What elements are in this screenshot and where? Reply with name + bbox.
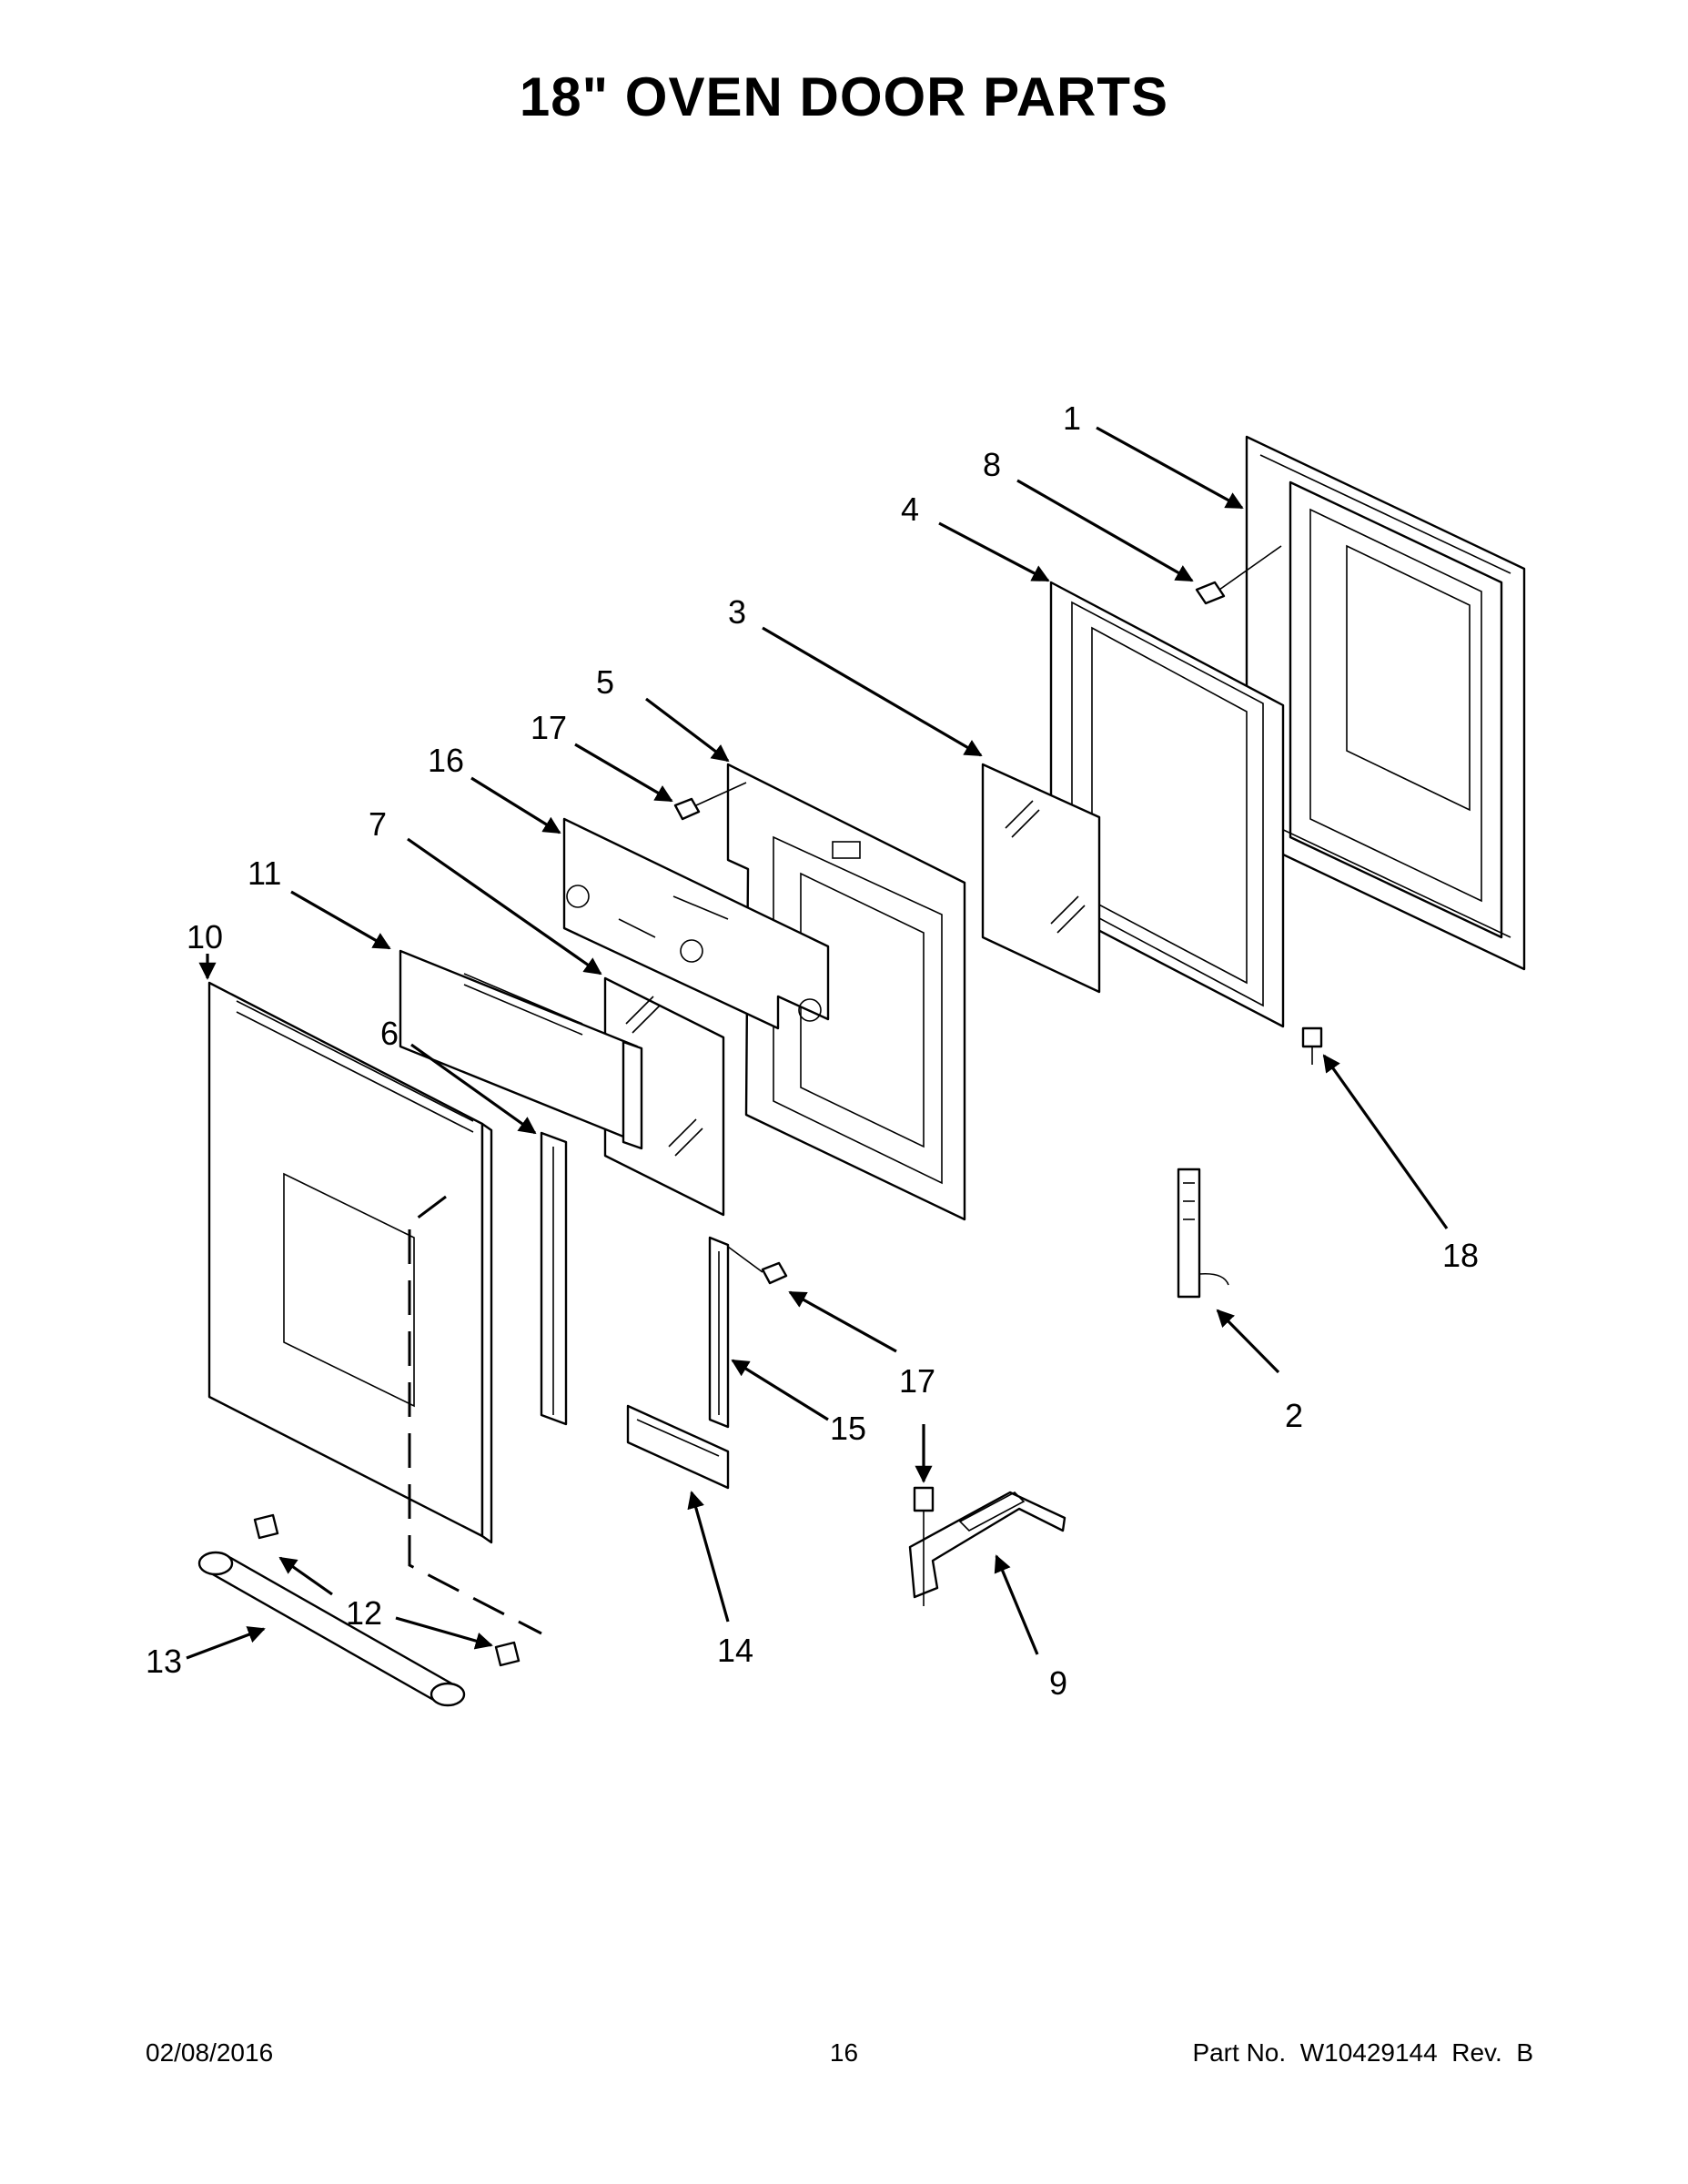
- leader-lines: [186, 426, 1449, 1660]
- callout-3: 3: [728, 593, 746, 631]
- page-title: 18" OVEN DOOR PARTS: [519, 66, 1169, 127]
- part-17-screw-upper: [673, 782, 747, 821]
- part-1-inner-door-panel: [1245, 435, 1526, 971]
- part-12-screw-left: [253, 1513, 279, 1540]
- callout-11: 11: [248, 854, 281, 892]
- callout-14: 14: [717, 1632, 753, 1669]
- part-17-screw-bracket: [913, 1486, 935, 1606]
- part-13-door-handle: [197, 1551, 466, 1707]
- callout-17-top: 17: [531, 709, 567, 746]
- callout-labels: 1 8 4 3 5 17 16 7 11 10 6 18 17 15 2 14 …: [146, 399, 1479, 1702]
- part-5-door-frame: [726, 763, 966, 1221]
- part-9-support-bracket: [908, 1491, 1066, 1599]
- part-3-glass-panel: [981, 763, 1101, 994]
- part-14-bracket-plate: [626, 1404, 730, 1490]
- part-6-side-trim: [540, 1131, 568, 1426]
- part-10-outer-door: [207, 981, 493, 1544]
- part-8-screw: [1195, 545, 1282, 605]
- callout-17-mid: 17: [899, 1362, 935, 1400]
- callout-2: 2: [1285, 1397, 1303, 1434]
- part-17-screw-lower: [727, 1246, 788, 1285]
- callout-12: 12: [346, 1594, 382, 1632]
- footer-page-number: 16: [829, 2038, 859, 2067]
- callout-18: 18: [1442, 1237, 1479, 1274]
- callout-10: 10: [187, 918, 223, 956]
- callout-9: 9: [1049, 1664, 1067, 1702]
- part-18-screw: [1301, 1026, 1323, 1065]
- callout-15: 15: [830, 1410, 866, 1447]
- callout-13: 13: [146, 1643, 182, 1680]
- footer-date: 02/08/2016: [146, 2038, 274, 2067]
- callout-16: 16: [428, 742, 464, 779]
- callout-8: 8: [983, 446, 1001, 483]
- part-11-vent-panel: [399, 949, 643, 1150]
- callout-4: 4: [901, 490, 919, 528]
- part-2-hinge: [1177, 1168, 1229, 1299]
- part-16-heat-shield: [562, 817, 830, 1030]
- part-12-screw-right: [494, 1641, 521, 1667]
- callout-7: 7: [369, 805, 387, 843]
- assembly-dashed-line: [408, 1195, 542, 1635]
- callout-1: 1: [1063, 399, 1081, 437]
- callout-5: 5: [596, 663, 614, 701]
- footer-part-number: Part No. W10429144 Rev. B: [1192, 2038, 1533, 2067]
- callout-6: 6: [380, 1015, 399, 1052]
- part-15-bracket: [708, 1236, 730, 1429]
